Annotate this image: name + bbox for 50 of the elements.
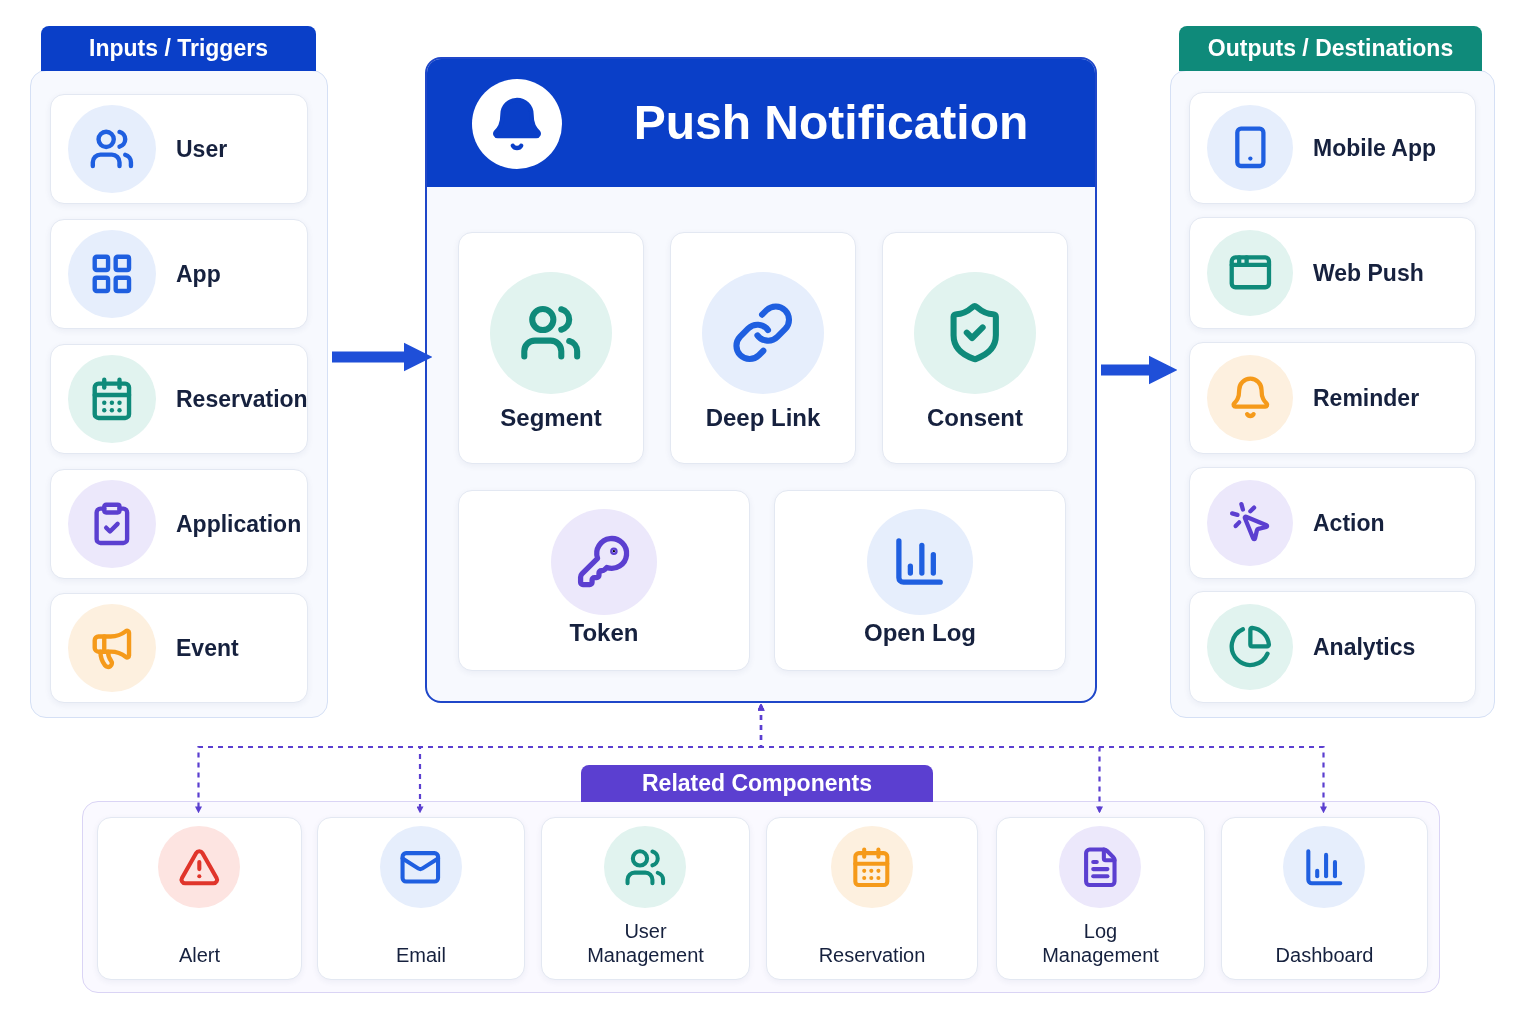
item-card: [1189, 591, 1476, 703]
group-panel: [425, 57, 1097, 703]
dashed-connector: [757, 703, 1327, 814]
item-label: Deep Link: [704, 404, 822, 433]
item-card: [50, 94, 308, 204]
item-label: Open Log: [863, 619, 977, 648]
flow-arrow: [332, 342, 433, 372]
item-label: Consent: [926, 404, 1024, 433]
item-card: [50, 344, 308, 454]
component-card: [882, 232, 1068, 464]
panel-title: Push Notification: [632, 95, 1030, 150]
item-card: [1189, 92, 1476, 204]
item-label: Reservation: [817, 943, 927, 967]
item-label: Event: [176, 634, 239, 662]
component-card: [458, 232, 644, 464]
component-card: [317, 817, 525, 980]
component-card: [1221, 817, 1428, 980]
item-card: [50, 219, 308, 329]
panel-tab: Inputs / Triggers: [41, 26, 316, 71]
panel-tab: Outputs / Destinations: [1179, 26, 1482, 71]
item-label: Log Management: [1041, 919, 1160, 967]
component-card: [996, 817, 1205, 980]
item-label: Analytics: [1313, 633, 1416, 661]
item-label: Action: [1313, 509, 1385, 537]
item-label: Alert: [177, 943, 222, 967]
component-card: [670, 232, 856, 464]
item-label: User Management: [586, 919, 705, 967]
component-card: [774, 490, 1066, 671]
item-card: [1189, 467, 1476, 579]
component-card: [541, 817, 750, 980]
component-card: [458, 490, 750, 671]
item-label: Mobile App: [1313, 134, 1437, 162]
item-label: App: [176, 260, 221, 288]
item-card: [50, 593, 308, 703]
item-label: Reservation: [176, 385, 308, 413]
item-label: Web Push: [1313, 259, 1424, 287]
item-label: Email: [395, 943, 447, 967]
item-label: Application: [176, 510, 302, 538]
item-card: [1189, 342, 1476, 454]
item-label: User: [176, 135, 228, 163]
item-label: Reminder: [1313, 384, 1420, 412]
component-card: [97, 817, 302, 980]
item-label: Token: [568, 619, 640, 648]
item-label: Segment: [499, 404, 603, 433]
flow-arrow: [1101, 355, 1178, 385]
component-card: [766, 817, 978, 980]
item-label: Dashboard: [1274, 943, 1375, 967]
item-card: [1189, 217, 1476, 329]
item-card: [50, 469, 308, 579]
panel-tab: Related Components: [581, 765, 933, 802]
